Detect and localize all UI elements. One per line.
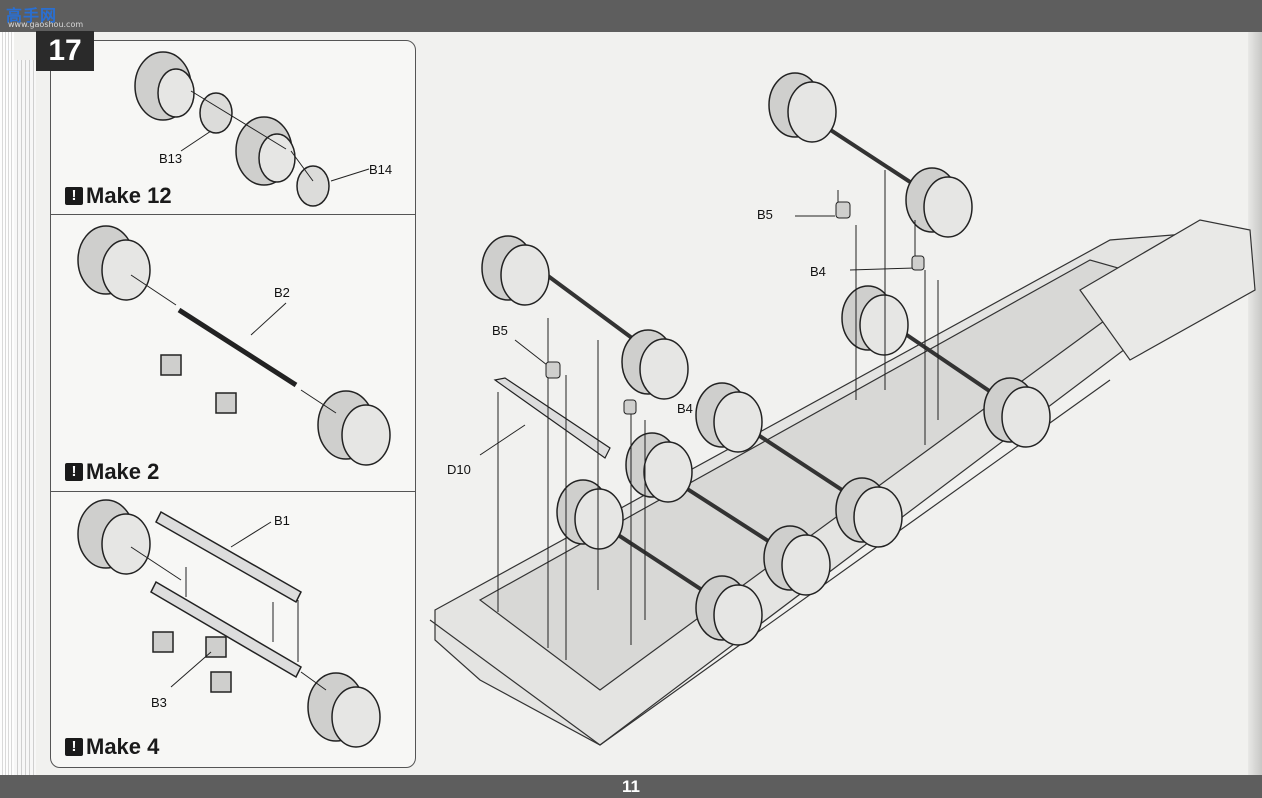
hub-icon bbox=[296, 165, 330, 207]
label-b5-top: B5 bbox=[757, 207, 773, 222]
wheel-pair bbox=[841, 285, 909, 356]
wheel-diagram bbox=[134, 51, 370, 207]
hub-icon bbox=[199, 92, 233, 134]
wheel-pair bbox=[556, 479, 624, 550]
page-number: 11 bbox=[622, 777, 640, 796]
subassembly-panel-3: B1 B3 !Make 4 bbox=[50, 491, 416, 768]
suspension-diagram bbox=[77, 499, 381, 748]
watermark-url: www.gaoshou.com bbox=[8, 20, 84, 29]
axle-diagram bbox=[77, 225, 391, 466]
page-edge-left bbox=[0, 32, 14, 775]
part-b5-left bbox=[545, 361, 561, 379]
wheel-pair bbox=[481, 235, 550, 306]
label-b4-mid: B4 bbox=[677, 401, 693, 416]
step-number: 17 bbox=[36, 31, 94, 71]
part-d10 bbox=[493, 377, 611, 459]
label-b4-top: B4 bbox=[810, 264, 826, 279]
bottom-bar bbox=[0, 775, 1262, 798]
watermark-logo: 高手网 bbox=[6, 2, 57, 26]
wheel-pair bbox=[983, 377, 1051, 448]
make-count: !Make 12 bbox=[65, 183, 172, 209]
make-count: !Make 2 bbox=[65, 459, 159, 485]
warning-icon: ! bbox=[65, 187, 83, 205]
warning-icon: ! bbox=[65, 463, 83, 481]
part-b4-mid bbox=[623, 399, 637, 415]
gooseneck bbox=[1079, 219, 1256, 361]
make-count: !Make 4 bbox=[65, 734, 159, 760]
subassembly-panel-1: B13 B14 !Make 12 bbox=[50, 40, 416, 216]
label-b3: B3 bbox=[151, 695, 167, 710]
wheel-pair bbox=[835, 477, 903, 548]
page-edge-left-inner bbox=[14, 60, 36, 775]
watermark-text: 高手网 bbox=[6, 8, 58, 25]
make-label: Make 4 bbox=[86, 734, 160, 759]
part-b4-top bbox=[911, 255, 925, 271]
wheel-pair bbox=[905, 167, 973, 238]
subassembly-panel-2: B2 !Make 2 bbox=[50, 214, 416, 493]
wheel-pair bbox=[763, 525, 831, 596]
wheel-pair bbox=[695, 575, 763, 646]
label-b1: B1 bbox=[274, 513, 290, 528]
wheel-pair bbox=[768, 72, 837, 143]
page-edge-right bbox=[1248, 32, 1262, 775]
label-b5-left: B5 bbox=[492, 323, 508, 338]
make-label: Make 2 bbox=[86, 459, 160, 484]
part-b5-top bbox=[835, 201, 851, 219]
wheel-pair bbox=[621, 329, 689, 400]
label-b14: B14 bbox=[369, 162, 393, 177]
warning-icon: ! bbox=[65, 738, 83, 756]
label-b13: B13 bbox=[159, 151, 183, 166]
label-d10: D10 bbox=[447, 462, 471, 477]
top-bar bbox=[0, 0, 1262, 32]
wheel-pair bbox=[625, 432, 693, 503]
make-label: Make 12 bbox=[86, 183, 172, 208]
label-b2: B2 bbox=[274, 285, 290, 300]
wheel-pair bbox=[695, 382, 763, 453]
